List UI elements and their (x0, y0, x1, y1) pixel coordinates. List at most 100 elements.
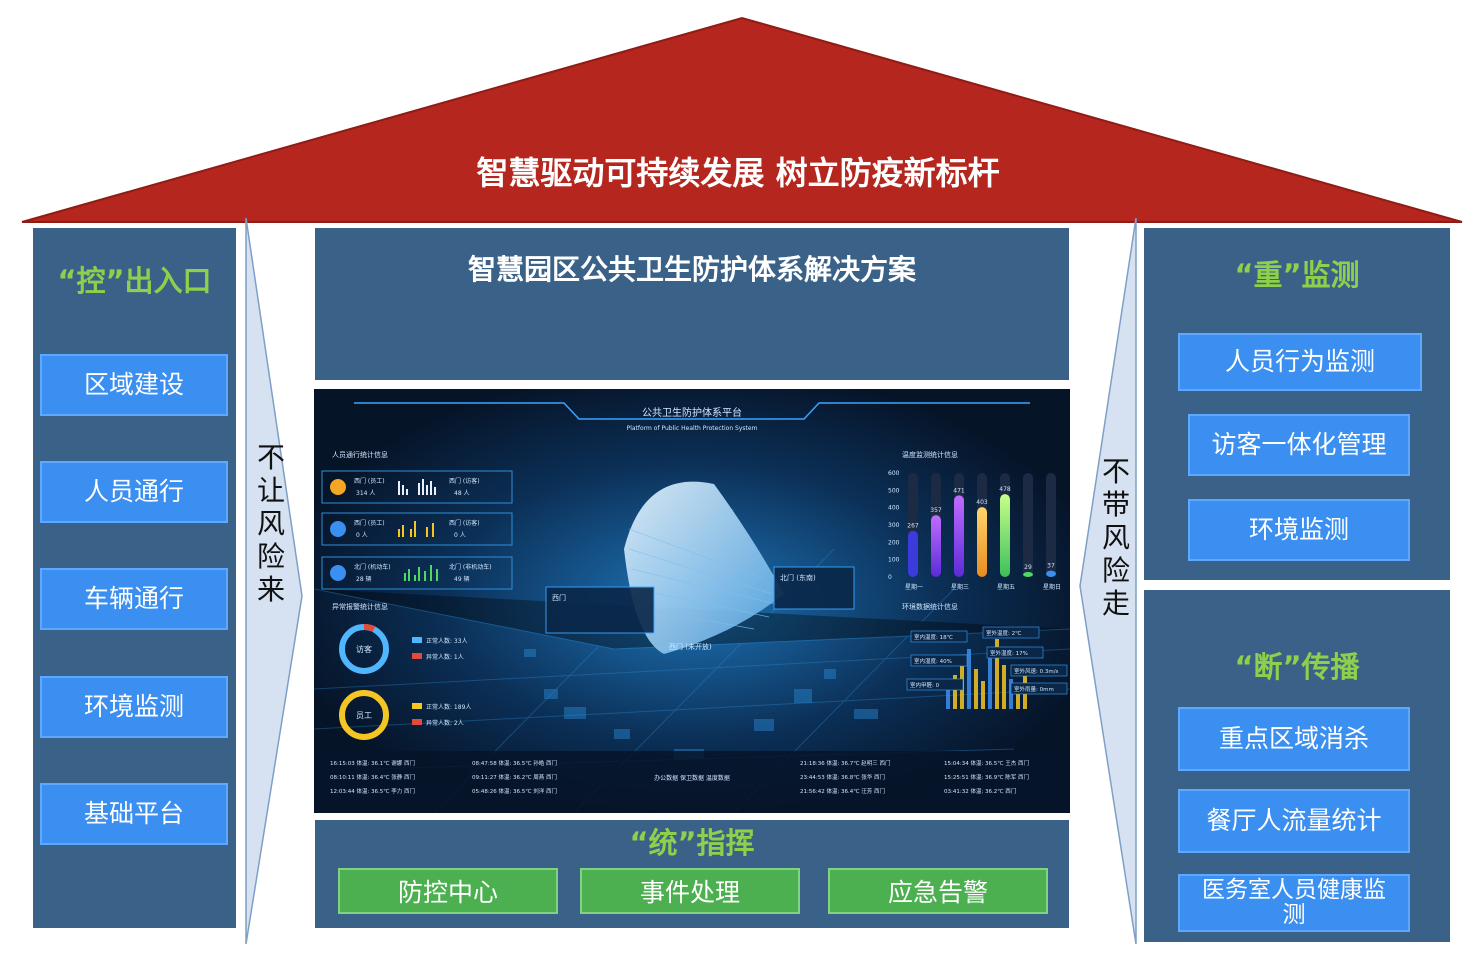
svg-text:0 人: 0 人 (356, 532, 368, 539)
env-bar (988, 657, 992, 709)
svg-text:西门 (员工): 西门 (员工) (354, 477, 385, 485)
log-line: 21:18:36 体温: 36.7℃ 赵明三 西门 (800, 759, 890, 767)
left-item-personnel-pass[interactable]: 人员通行 (40, 461, 228, 523)
env-bar (953, 675, 957, 709)
left-item-env-monitor[interactable]: 环境监测 (40, 676, 228, 738)
panel-env-title: 环境数据统计信息 (902, 602, 958, 611)
left-item-region-build[interactable]: 区域建设 (40, 354, 228, 416)
env-bar (995, 639, 999, 709)
event-handling-button[interactable]: 事件处理 (580, 868, 800, 914)
left-arrow-text: 不让风险来 (256, 441, 285, 606)
right-arrow-text: 不带风险走 (1101, 455, 1130, 620)
people-stat-1: 西门 (员工) 314 人 西门 (访客) 48 人 (321, 470, 513, 504)
env-label: 室内温度: 18℃ (914, 633, 953, 641)
env-label-box (1010, 682, 1068, 695)
right-item-visitor-management[interactable]: 访客一体化管理 (1188, 414, 1410, 476)
env-bar (1002, 665, 1006, 709)
temp-bar-label: 471 (953, 487, 965, 494)
svg-text:北门 (机动车): 北门 (机动车) (354, 563, 391, 571)
temp-bar (931, 515, 941, 577)
temp-y-tick: 100 (888, 557, 900, 564)
popup-west: 西门 (552, 593, 566, 602)
env-label-box (1010, 664, 1068, 677)
env-bar (946, 689, 950, 709)
right-item-canteen-flow[interactable]: 餐厅人流量统计 (1178, 789, 1410, 853)
log-line: 05:48:26 体温: 36.5℃ 刘洋 西门 (472, 787, 557, 795)
temp-y-tick: 0 (888, 574, 892, 581)
left-item-vehicle-pass[interactable]: 车辆通行 (40, 568, 228, 630)
svg-text:异常人数: 1人: 异常人数: 1人 (426, 653, 464, 661)
temp-bar (977, 507, 987, 577)
env-label: 室外温度: 2℃ (986, 629, 1021, 637)
svg-text:0 人: 0 人 (454, 532, 466, 539)
svg-text:48 人: 48 人 (454, 490, 470, 497)
env-label: 室外风速: 0.3m/s (1014, 667, 1059, 675)
temp-bar-label: 267 (907, 523, 919, 530)
right-arrow (1079, 217, 1137, 945)
emergency-alarm-button[interactable]: 应急告警 (828, 868, 1048, 914)
temp-bar-label: 357 (930, 507, 942, 514)
svg-text:北门 (非机动车): 北门 (非机动车) (449, 563, 492, 571)
roof: 智慧驱动可持续发展 树立防疫新标杆 (21, 16, 1463, 223)
temp-bar-label: 37 (1047, 563, 1055, 570)
center-title-panel: 智慧园区公共卫生防护体系解决方案 (315, 228, 1069, 380)
left-item-base-platform[interactable]: 基础平台 (40, 783, 228, 845)
log-line: 12:03:44 体温: 36.5℃ 李力 西门 (330, 787, 415, 795)
env-bar (974, 669, 978, 709)
temp-bar (954, 495, 964, 577)
dashboard-title: 公共卫生防护体系平台 (642, 406, 742, 419)
temp-x-axis: 星期一星期三星期五星期日 (905, 583, 1061, 591)
command-title: “统”指挥 (629, 826, 755, 860)
roof-title: 智慧驱动可持续发展 树立防疫新标杆 (476, 154, 999, 192)
prevention-center-button[interactable]: 防控中心 (338, 868, 558, 914)
log-line: 15:04:34 体温: 36.5℃ 王杰 西门 (944, 759, 1029, 767)
people-stat-3: 北门 (机动车) 28 辆 北门 (非机动车) 49 辆 (321, 556, 513, 590)
right-item-env-monitor[interactable]: 环境监测 (1188, 499, 1410, 561)
temp-y-tick: 300 (888, 522, 900, 529)
right-item-disinfection[interactable]: 重点区域消杀 (1178, 707, 1410, 771)
dashboard-screenshot: 公共卫生防护体系平台 Platform of Public Health Pro… (314, 389, 1070, 813)
temp-x-tick: 星期日 (1043, 583, 1061, 591)
env-label: 室外湿度: 17% (990, 649, 1028, 657)
svg-text:西门 (访客): 西门 (访客) (449, 477, 480, 485)
log-line: 23:44:53 体温: 36.8℃ 张华 西门 (800, 773, 885, 781)
temp-bar-label: 29 (1024, 564, 1032, 571)
env-bar (1016, 687, 1020, 709)
center-title: 智慧园区公共卫生防护体系解决方案 (467, 253, 916, 286)
log-line: 09:11:27 体温: 36.2℃ 周燕 西门 (472, 773, 557, 781)
building-model (624, 481, 784, 654)
env-label: 室内甲醛: 0 (910, 681, 940, 689)
env-label-box (982, 626, 1040, 639)
env-label: 室外雨量: 0mm (1014, 685, 1054, 693)
svg-text:正常人数: 33人: 正常人数: 33人 (426, 637, 468, 645)
temp-y-tick: 400 (888, 505, 900, 512)
env-bar (981, 681, 985, 709)
env-label-box (910, 630, 968, 643)
log-line: 08:47:58 体温: 36.5℃ 孙皓 西门 (472, 759, 557, 767)
right-item-behavior-monitor[interactable]: 人员行为监测 (1178, 333, 1422, 391)
log-line: 03:41:32 体温: 36.2℃ 西门 (944, 787, 1016, 795)
right-bottom-title: “断”传播 (1234, 650, 1360, 684)
panel-temp-title: 温度监测统计信息 (902, 450, 958, 459)
log-line: 16:15:03 体温: 36.1℃ 谢娜 西门 (330, 759, 415, 767)
staff-donut (339, 690, 389, 740)
dashboard-subtitle: Platform of Public Health Protection Sys… (627, 425, 758, 432)
dashboard-canvas: 公共卫生防护体系平台 Platform of Public Health Pro… (314, 389, 1070, 813)
env-label-box (906, 678, 964, 691)
temp-bar (1046, 570, 1056, 577)
temp-bar-label: 403 (976, 499, 988, 506)
panel-alarm-title: 异常报警统计信息 (332, 602, 388, 611)
right-item-clinic-health[interactable]: 医务室人员健康监测 (1178, 874, 1410, 932)
temp-x-tick: 星期一 (905, 583, 923, 591)
svg-text:访客: 访客 (356, 644, 372, 654)
temp-x-tick: 星期三 (951, 583, 969, 591)
temp-bar (1000, 494, 1010, 577)
temp-bar-track (1023, 473, 1033, 577)
svg-text:员工: 员工 (356, 711, 372, 720)
right-top-title: “重”监测 (1234, 258, 1360, 292)
temp-y-tick: 500 (888, 487, 900, 494)
